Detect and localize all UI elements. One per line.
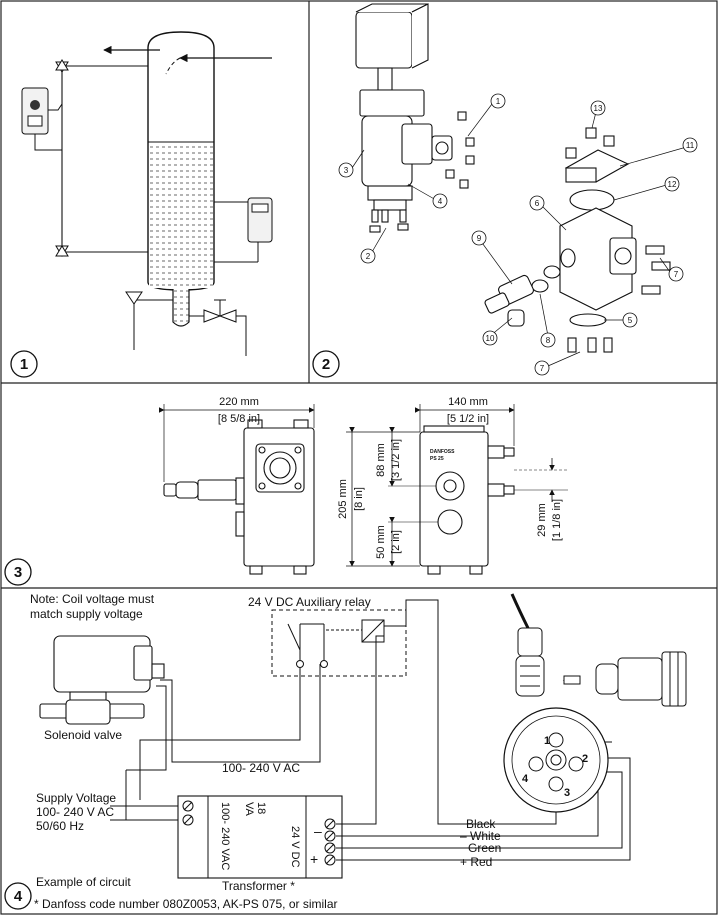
upper-connection [61,65,148,253]
depth-dimension: 140 mm [448,396,488,408]
assembled-housing [355,3,475,233]
panel-2-exploded-view: 1 2 3 4 5 6 7 7 8 8 9 10 11 12 [312,3,698,378]
height-dimension: 205 mm [337,479,349,519]
transformer [177,795,343,879]
solenoid-label: Solenoid valve [44,728,122,742]
brand-mark: DANFOSS [430,449,455,455]
transformer-output: 24 V DC [289,826,301,868]
supply-frequency: 50/60 Hz [36,819,84,833]
callout-3: 3 [344,166,349,175]
auxiliary-relay [271,609,407,677]
callout-12: 12 [668,180,677,189]
ac-line-label: 100- 240 V AC [222,761,300,775]
callout-7-lower: 7 [540,364,545,373]
cable-connector [510,593,545,697]
sensor-plug [595,651,687,707]
side-view [419,425,515,575]
supply-voltage-label: Supply Voltage [36,791,116,805]
plus-terminal: + [310,851,318,867]
pin-2: 2 [582,753,588,765]
lower-dimension-inch: [2 in] [390,530,402,554]
pin-4: 4 [522,773,529,785]
relay-label: 24 V DC Auxiliary relay [248,595,371,609]
badge-number: 3 [14,564,22,581]
callout-10: 10 [486,334,495,343]
depth-dimension-inch: [5 1/2 in] [447,413,489,425]
height-dimension-inch: [8 in] [353,487,365,511]
coil-note-line1: Note: Coil voltage must [30,592,155,606]
callout-9: 9 [477,234,482,243]
right-dimension-inch: [1 1/8 in] [551,499,563,541]
transformer-va-unit: VA [243,802,255,817]
right-dimension: 29 mm [536,503,548,537]
badge-number: 4 [14,888,23,905]
pin-1: 1 [544,735,550,747]
example-caption: Example of circuit [36,875,131,889]
callout-6: 6 [535,199,540,208]
panel-badge [4,558,32,586]
receiver-sump [172,289,190,327]
callouts: 1 2 3 4 5 6 7 7 8 8 9 10 11 12 [338,93,698,376]
callout-13: 13 [594,104,603,113]
wire-white: – White [460,829,501,843]
callout-8-a: 8 [546,336,551,345]
callout-11: 11 [686,141,695,150]
solenoid-valve [39,635,165,725]
level-switch-left [21,87,49,135]
model-mark: PS 25 [430,456,444,462]
panel-1-receiver: 1 [10,31,273,378]
callout-2: 2 [366,252,371,261]
width-dimension: 220 mm [219,396,259,408]
exploded-housing [484,127,671,353]
width-dimension-inch: [8 5/8 in] [218,413,260,425]
transformer-label: Transformer * [222,879,295,893]
transformer-va-number: 18 [255,802,267,814]
badge-number: 1 [20,356,28,373]
front-view [163,419,315,575]
panel-3-dimensions: 220 mm [8 5/8 in] [8 5/8 in] DANFOSS PS … [4,396,568,586]
badge-number: 2 [322,356,330,373]
callout-1: 1 [496,97,501,106]
coil-note-line2: match supply voltage [30,607,143,621]
wire-green: Green [468,841,501,855]
pin-diagram: 1 2 3 4 [503,707,609,813]
panel-badge [312,350,340,378]
panel-badge [10,350,38,378]
upper-dimension-inch: [3 1/2 in] [390,439,402,481]
wire-red: + Red [460,855,492,869]
lower-dimension: 50 mm [375,525,387,559]
minus-terminal: – [314,823,322,839]
upper-dimension: 88 mm [375,443,387,477]
callout-5: 5 [628,316,633,325]
callout-7-upper: 7 [674,270,679,279]
liquid-fill [149,142,213,288]
panel-badge [4,882,32,910]
callout-4: 4 [438,197,443,206]
pin-3: 3 [564,787,570,799]
transformer-input: 100- 240 VAC [219,802,231,870]
panel-4-wiring: Note: Coil voltage must match supply vol… [4,592,687,911]
footnote: * Danfoss code number 080Z0053, AK-PS 07… [34,897,338,911]
supply-voltage-range: 100- 240 V AC [36,805,114,819]
wire-black: Black [466,817,496,831]
